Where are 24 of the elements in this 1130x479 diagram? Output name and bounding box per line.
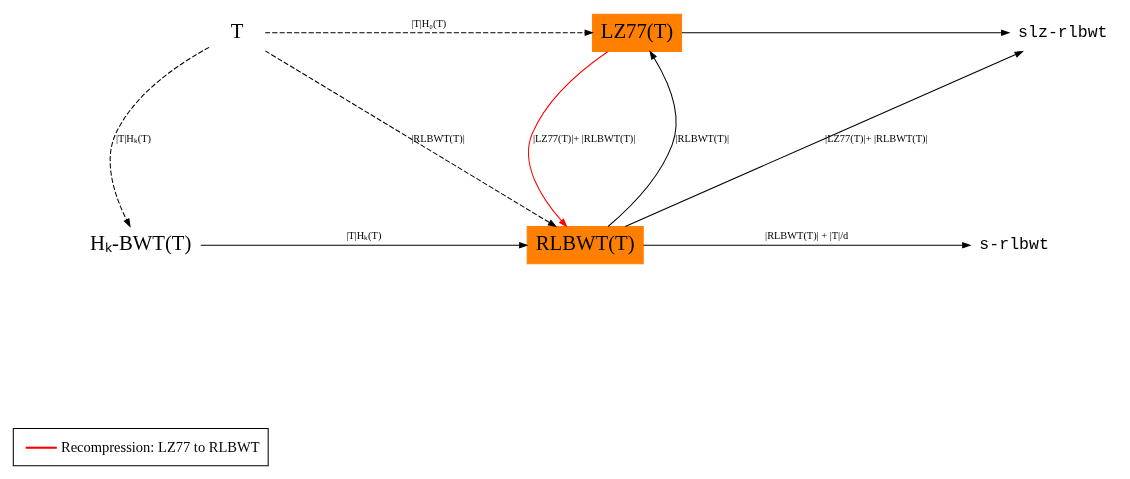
arrow <box>264 49 558 227</box>
edge-label: |T|Hₖ(T) <box>346 229 382 241</box>
arrow <box>200 241 529 248</box>
arrow <box>624 50 1024 227</box>
legend-label: Recompression: LZ77 to RLBWT <box>60 438 260 455</box>
node-text: T <box>230 19 244 42</box>
edge-label: |RLBWT(T)| <box>675 132 730 144</box>
node-text: Hₖ-BWT(T) <box>90 231 192 254</box>
arrow <box>681 29 1011 36</box>
node-text: slz-rlbwt <box>1018 22 1108 42</box>
arrow <box>607 49 677 227</box>
edge-label: |LZ77(T)|+ |RLBWT(T)| <box>532 132 636 144</box>
node-box: LZ77(T) <box>591 13 683 52</box>
arrow <box>528 50 609 227</box>
edge-label: |T|H₀(T) <box>411 17 447 29</box>
edge-label: |RLBWT(T)| <box>411 132 465 144</box>
node-text: s-rlbwt <box>979 234 1049 254</box>
arrow <box>642 241 972 248</box>
edge-label: |T|Hₖ(T) <box>115 132 152 144</box>
arrow <box>264 29 594 36</box>
edge-label: |RLBWT(T)| + |T|/d <box>765 229 849 241</box>
node-box: RLBWT(T) <box>526 225 644 264</box>
arrow <box>109 46 210 228</box>
edge-label: |LZ77(T)|+ |RLBWT(T)| <box>825 132 928 144</box>
